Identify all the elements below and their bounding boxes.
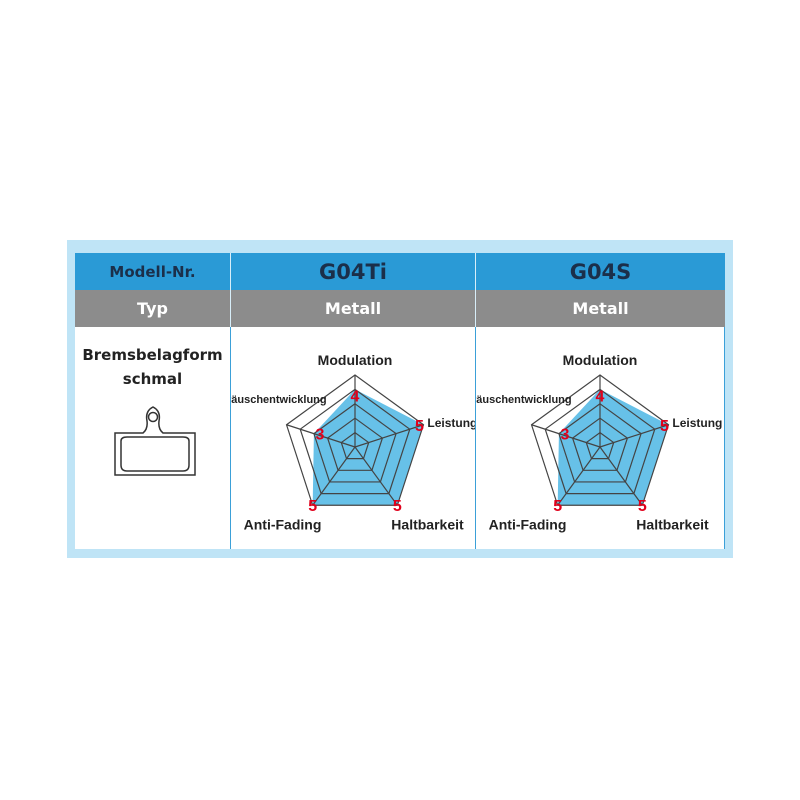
- value-label: 4: [351, 388, 360, 405]
- data-area: [312, 389, 424, 506]
- axis-label: Leistung: [672, 416, 722, 430]
- value-label: 5: [308, 498, 317, 515]
- axis-label: Modulation: [318, 352, 393, 368]
- axis-label: Haltbarkeit: [391, 516, 464, 532]
- grid-spoke: [557, 446, 601, 506]
- model-row: Modell-Nr. G04Ti G04S: [75, 253, 725, 290]
- type-g04s: Metall: [572, 299, 629, 318]
- value-label: 5: [553, 498, 562, 515]
- grid-ring: [571, 417, 629, 471]
- data-area: [557, 389, 669, 506]
- value-label: 5: [660, 418, 669, 435]
- grid-ring: [544, 388, 656, 495]
- value-label: 3: [315, 427, 324, 444]
- grid-spoke: [286, 424, 356, 448]
- value-label: 5: [638, 498, 647, 515]
- grid-ring: [558, 403, 642, 483]
- type-row: Typ Metall Metall: [75, 290, 725, 327]
- value-label: 3: [560, 427, 569, 444]
- axis-label: Modulation: [563, 352, 638, 368]
- value-label: 5: [393, 498, 402, 515]
- grid-spoke: [531, 424, 601, 448]
- comparison-table: Modell-Nr. G04Ti G04S Typ Metall Metall …: [75, 253, 725, 549]
- axis-label: Leistung: [427, 416, 475, 430]
- grid-ring: [585, 431, 615, 460]
- grid-ring: [530, 374, 670, 506]
- grid-spoke: [354, 424, 424, 448]
- grid-ring: [285, 374, 425, 506]
- value-label: 4: [596, 388, 605, 405]
- grid-ring: [313, 403, 397, 483]
- grid-spoke: [354, 446, 398, 506]
- grid-ring: [326, 417, 384, 471]
- grid-ring: [299, 388, 411, 495]
- type-label: Typ: [75, 290, 231, 327]
- axis-label: Anti-Fading: [489, 516, 567, 532]
- grid-ring: [340, 431, 370, 460]
- brake-pad-icon: [113, 406, 196, 476]
- model-g04ti: G04Ti: [231, 253, 476, 290]
- model-label: Modell-Nr.: [75, 253, 231, 290]
- grid-spoke: [599, 424, 669, 448]
- value-label: 5: [415, 418, 424, 435]
- model-g04s: G04S: [569, 259, 632, 284]
- shape-label: Bremsbelagform: [82, 346, 223, 364]
- axis-label: Geräuschentwicklung: [476, 394, 572, 406]
- shape-sublabel: schmal: [122, 370, 183, 388]
- grid-spoke: [599, 446, 643, 506]
- grid-spoke: [312, 446, 356, 506]
- type-g04ti: Metall: [231, 290, 476, 327]
- shape-cell: Bremsbelagform schmal: [75, 327, 231, 549]
- axis-label: Anti-Fading: [244, 516, 322, 532]
- axis-label: Haltbarkeit: [636, 516, 709, 532]
- axis-label: Geräuschentwicklung: [231, 394, 327, 406]
